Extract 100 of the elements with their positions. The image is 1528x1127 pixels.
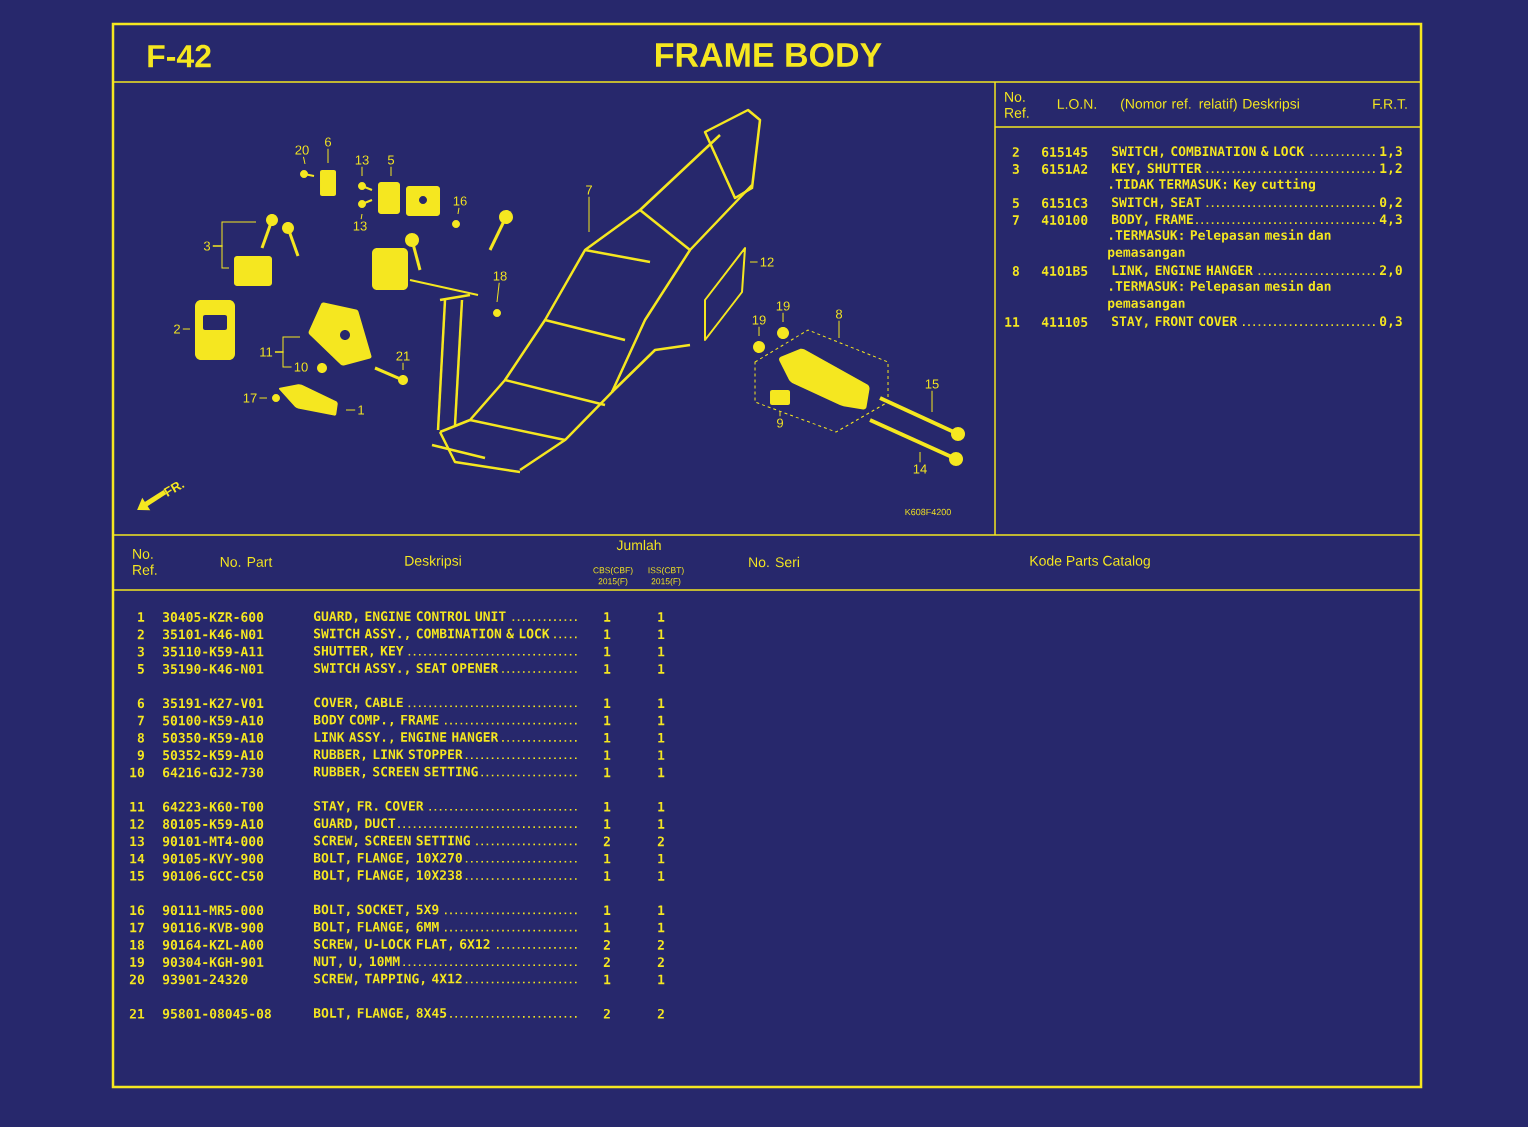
description: SWITCH, SEAT bbox=[1112, 197, 1202, 209]
reference-number: 21 bbox=[129, 1008, 145, 1019]
note: .TIDAK TERMASUK: Key cutting bbox=[1110, 178, 1315, 192]
callout-number: 2 bbox=[174, 324, 180, 334]
quantity: 1 bbox=[604, 974, 611, 985]
callout-number: 17 bbox=[243, 393, 257, 403]
quantity: 2 bbox=[657, 940, 664, 950]
description: LINK, ENGINE HANGER bbox=[1112, 265, 1253, 277]
description: BOLT, FLANGE, 6MM bbox=[314, 921, 439, 934]
part-number: 95801-08045-08 bbox=[162, 1008, 271, 1019]
column-header: L.O.N. bbox=[1057, 99, 1096, 109]
column-header: Deskripsi bbox=[405, 555, 461, 569]
column-header: CBS(CBF) bbox=[593, 567, 633, 575]
quantity: 2 bbox=[657, 1008, 664, 1019]
reference-number: 1 bbox=[138, 612, 145, 622]
callout-number: 13 bbox=[355, 155, 369, 165]
description: COVER, CABLE bbox=[314, 697, 403, 709]
description: KEY, SHUTTER bbox=[1111, 163, 1202, 175]
leader-line bbox=[390, 166, 392, 177]
part-number: 35191-K27-V01 bbox=[163, 698, 264, 709]
leader-line bbox=[758, 326, 760, 337]
leader-line bbox=[838, 320, 840, 339]
reference-number: 5 bbox=[1012, 198, 1019, 208]
description: BOLT, SOCKET, 5X9 bbox=[314, 904, 439, 916]
callout-number: 19 bbox=[776, 301, 790, 311]
callout-number: 13 bbox=[353, 221, 367, 231]
leader-line bbox=[274, 351, 293, 368]
frt-value: 4,3 bbox=[1379, 214, 1402, 226]
column-header: Kode Parts Catalog bbox=[1030, 555, 1150, 569]
part-number: 50350-K59-A10 bbox=[163, 732, 264, 743]
column-header: No. Part bbox=[220, 557, 273, 567]
description: STAY, FRONT COVER bbox=[1112, 316, 1238, 328]
part-number: 90304-KGH-901 bbox=[162, 957, 264, 968]
quantity: 1 bbox=[604, 664, 611, 674]
leader-line bbox=[258, 397, 268, 399]
quantity: 1 bbox=[604, 750, 611, 760]
part-number: 35101-K46-N01 bbox=[163, 629, 264, 640]
callout-number: 5 bbox=[387, 155, 395, 165]
reference-number: 8 bbox=[137, 732, 144, 743]
leader-line bbox=[360, 213, 363, 220]
part-number: 90116-KVB-900 bbox=[162, 922, 264, 933]
part-number: 80105-K59-A10 bbox=[163, 819, 264, 829]
part-number: 35110-K59-A11 bbox=[163, 646, 264, 657]
column-header: No. Seri bbox=[749, 556, 799, 568]
leader-line bbox=[931, 390, 933, 413]
quantity: 1 bbox=[604, 698, 611, 708]
quantity: 2 bbox=[603, 836, 610, 847]
part-number: 30405-KZR-600 bbox=[163, 612, 264, 622]
reference-number: 3 bbox=[137, 646, 144, 657]
leader-line bbox=[327, 148, 329, 164]
lon-code: 6151C3 bbox=[1042, 198, 1088, 208]
column-header: Jumlah bbox=[616, 539, 661, 551]
description: BOLT, FLANGE, 10X270 bbox=[314, 852, 462, 865]
description: SHUTTER, KEY bbox=[314, 645, 404, 658]
reference-number: 13 bbox=[130, 836, 144, 847]
description: GUARD, DUCT bbox=[313, 818, 396, 830]
quantity: 2 bbox=[603, 1008, 610, 1019]
part-number: 35190-K46-N01 bbox=[163, 663, 264, 674]
callout-number: 1 bbox=[358, 405, 364, 415]
quantity: 1 bbox=[658, 715, 665, 726]
quantity: 1 bbox=[658, 853, 665, 864]
quantity: 1 bbox=[658, 974, 665, 985]
quantity: 1 bbox=[604, 715, 611, 726]
callout-number: 19 bbox=[752, 315, 766, 325]
column-header: F.R.T. bbox=[1373, 99, 1407, 109]
lon-code: 615145 bbox=[1042, 147, 1088, 157]
quantity: 2 bbox=[657, 957, 664, 967]
part-number: 50100-K59-A10 bbox=[163, 715, 264, 726]
part-number: 93901-24320 bbox=[162, 974, 248, 985]
quantity: 1 bbox=[604, 853, 611, 864]
frt-value: 2,0 bbox=[1379, 265, 1402, 277]
quantity: 1 bbox=[604, 905, 611, 915]
part-number: 64223-K60-T00 bbox=[163, 801, 264, 812]
reference-number: 18 bbox=[130, 939, 144, 950]
leader-line bbox=[588, 196, 590, 233]
leader-line bbox=[919, 451, 921, 463]
description: GUARD, ENGINE CONTROL UNIT bbox=[313, 611, 506, 623]
description: BODY, FRAME bbox=[1112, 214, 1193, 226]
drawing-code: K608F4200 bbox=[905, 508, 951, 516]
callout-number: 20 bbox=[295, 145, 309, 155]
reference-number: 12 bbox=[130, 819, 144, 829]
reference-number: 19 bbox=[130, 957, 144, 967]
reference-number: 5 bbox=[137, 664, 144, 674]
description: STAY, FR. COVER bbox=[314, 801, 424, 813]
quantity: 1 bbox=[604, 922, 611, 933]
reference-number: 16 bbox=[130, 905, 145, 916]
lon-code: 4101B5 bbox=[1041, 266, 1088, 276]
leader-line bbox=[496, 282, 500, 303]
quantity: 1 bbox=[658, 629, 665, 640]
description: SCREW, U-LOCK FLAT, 6X12 bbox=[314, 939, 490, 951]
quantity: 2 bbox=[603, 940, 610, 950]
leader-line bbox=[457, 207, 460, 215]
callout-number: 15 bbox=[925, 379, 939, 389]
callout-number: 14 bbox=[913, 464, 927, 474]
reference-number: 14 bbox=[130, 853, 145, 864]
quantity: 1 bbox=[658, 733, 665, 743]
note: .TERMASUK: Pelepasan mesin dan pemasangan bbox=[1108, 229, 1331, 260]
leader-line bbox=[302, 156, 306, 165]
quantity: 1 bbox=[658, 871, 665, 881]
callout-number: 7 bbox=[586, 185, 592, 195]
